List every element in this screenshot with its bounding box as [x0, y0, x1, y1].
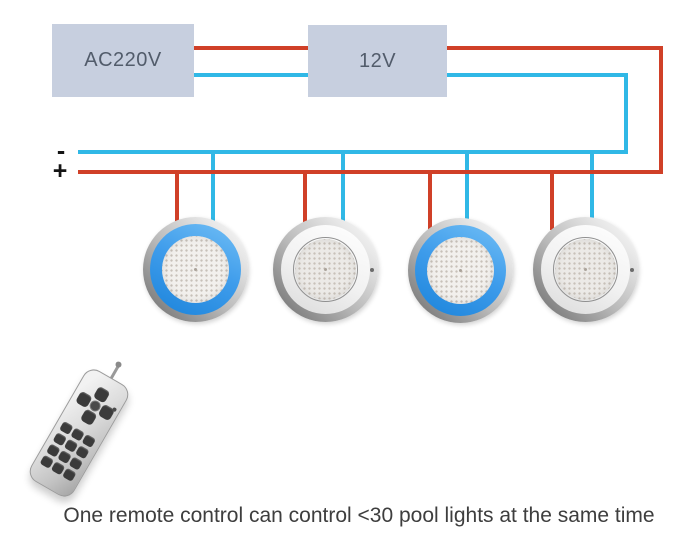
remote-button: [62, 467, 77, 482]
screw-dot: [370, 267, 374, 272]
positive-bus-label: +: [52, 157, 68, 185]
wire-red-drop-light-2: [303, 170, 307, 230]
face-ring: [293, 237, 358, 302]
remote-body: [25, 365, 133, 501]
remote-button: [68, 456, 84, 471]
wire-red-drop-light-3: [428, 170, 432, 230]
pool-light-3-blue-ring: [408, 218, 513, 323]
led-face: [427, 237, 494, 304]
wire-blue-drop-light-2: [341, 150, 345, 230]
wire-blue-ac-to-12v: [194, 73, 308, 77]
remote-button: [81, 433, 97, 449]
face-ring: [553, 237, 618, 302]
wire-red-drop-light-1: [175, 170, 179, 230]
led-face: [555, 239, 616, 300]
negative-bus-label: -: [56, 137, 66, 165]
wire-red-ac-to-12v: [194, 46, 308, 50]
dpad: [69, 379, 122, 432]
wire-red-12v-out: [447, 46, 663, 50]
wire-red-right-drop: [659, 46, 663, 174]
wire-blue-drop-light-1: [211, 150, 215, 230]
pool-light-1-blue-ring: [143, 217, 248, 322]
transformer-12v-label: 12V: [358, 49, 397, 72]
remote-button-grid: [39, 420, 97, 482]
negative-bus-wire: [78, 150, 628, 154]
pool-light-4-stainless: [533, 217, 638, 322]
wire-red-drop-light-4: [550, 170, 554, 230]
pool-light-2-stainless: [273, 217, 378, 322]
led-face: [295, 239, 356, 300]
wire-blue-right-drop: [624, 73, 628, 154]
ac-power-box: AC220V: [52, 24, 194, 97]
remote-button: [75, 445, 90, 460]
positive-bus-wire: [78, 170, 663, 174]
screw-dot: [630, 267, 634, 272]
ac-power-label: AC220V: [84, 49, 162, 71]
led-face: [162, 236, 229, 303]
rf-remote-control: [25, 360, 133, 501]
wire-blue-12v-out: [447, 73, 628, 77]
wire-blue-drop-light-3: [465, 150, 469, 230]
caption-text: One remote control can control <30 pool …: [63, 504, 655, 527]
wire-blue-drop-light-4: [590, 150, 594, 230]
transformer-12v-box: 12V: [308, 25, 447, 97]
